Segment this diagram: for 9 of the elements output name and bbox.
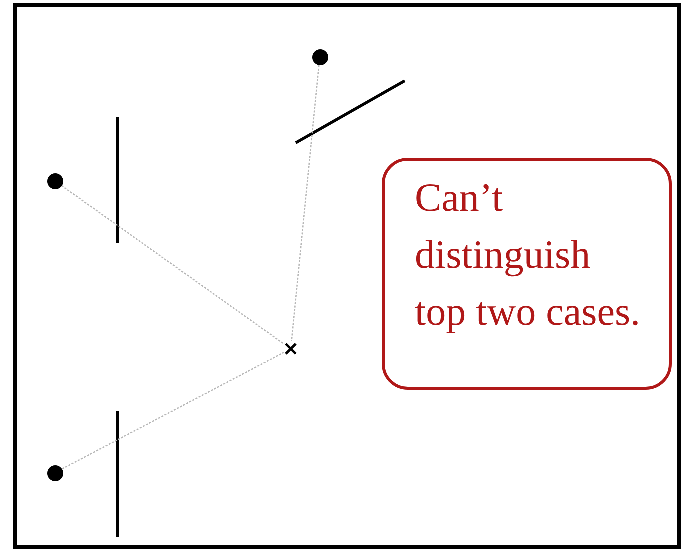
point-dot [46, 172, 64, 190]
point-dot [312, 48, 328, 66]
callout-text: Can’t distinguish top two cases. [415, 174, 642, 336]
callout-box [382, 158, 672, 390]
connector-line [291, 65, 320, 342]
point-dot [46, 464, 64, 482]
cross-mark [283, 341, 299, 357]
connector-line [62, 185, 285, 345]
connector-line [62, 352, 284, 470]
